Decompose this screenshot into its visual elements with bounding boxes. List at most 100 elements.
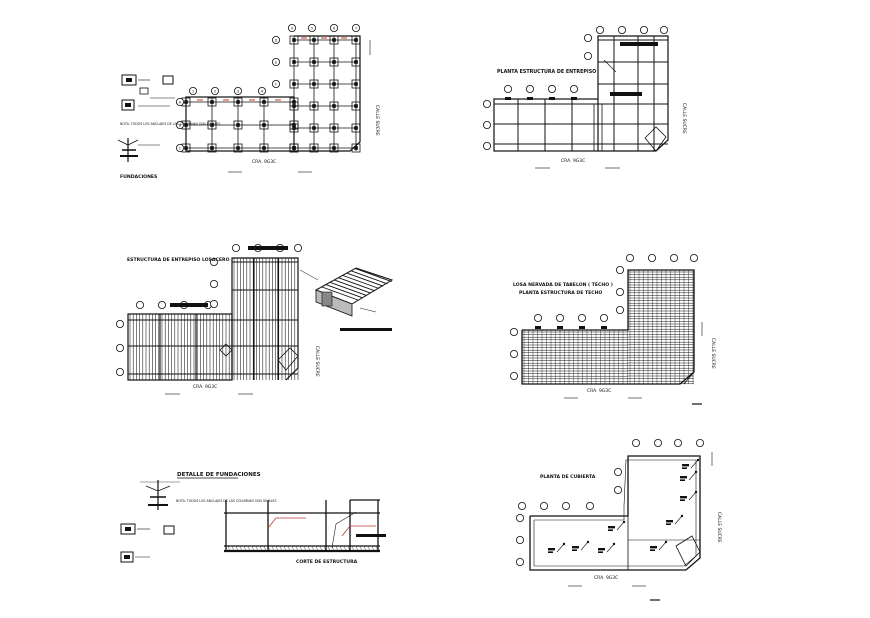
axis-label: A xyxy=(179,100,182,104)
cubierta-street-bottom: CRA. 9G3C xyxy=(594,575,618,581)
panel-techo: LOSA NERVADA DE TABELON ( TECHO ) PLANTA… xyxy=(509,253,716,405)
panel-losacero: ESTRUCTURA DE ENTREPISO LOSACERO CRA. 9G… xyxy=(116,243,394,395)
axis-bubble xyxy=(540,501,549,510)
losacero-street-right: CALLE SUCRE xyxy=(314,346,320,377)
beam-label-bar xyxy=(248,246,288,250)
axis-bubble xyxy=(648,253,657,262)
fundaciones-street-right: CALLE SUCRE xyxy=(374,105,380,136)
axis-bubble xyxy=(482,141,491,150)
panel-entrepiso: PLANTA ESTRUCTURA DE ENTREPISO CRA. 9G3C… xyxy=(482,25,687,169)
axis-bubble xyxy=(293,243,302,252)
entrepiso-street-bottom: CRA. 9G3C xyxy=(561,158,585,164)
beam-label-bar xyxy=(610,92,642,96)
axis-bubble xyxy=(556,313,565,322)
roof-slope-marks xyxy=(548,458,700,553)
cubierta-title: PLANTA DE CUBIERTA xyxy=(540,474,596,480)
axis-label: 1 xyxy=(192,89,194,93)
axis-bubble xyxy=(640,25,649,34)
axis-bubble xyxy=(596,25,605,34)
axis-label: 4 xyxy=(261,89,264,93)
axis-bubble xyxy=(548,85,557,94)
axis-bubble xyxy=(329,23,338,32)
axis-label: E xyxy=(275,60,278,64)
foundation-note-text: NOTA: TODOS LOS ANCLAJES DE LAS COLUMNAS… xyxy=(120,122,221,126)
axis-bubble xyxy=(516,558,525,567)
axis-bubble xyxy=(307,23,316,32)
techo-title-1: LOSA NERVADA DE TABELON ( TECHO ) xyxy=(513,282,613,288)
fundaciones-title: FUNDACIONES xyxy=(120,174,157,180)
fundaciones-street-bottom: CRA. 9G3C xyxy=(252,159,276,165)
axis-bubble xyxy=(503,85,512,94)
axis-bubble xyxy=(584,34,593,43)
axis-label: 7 xyxy=(355,26,357,30)
techo-street-bottom: CRA. 9G3C xyxy=(587,388,611,394)
axis-bubble xyxy=(570,85,579,94)
axis-label: 6 xyxy=(333,26,336,30)
losacero-axis-bubbles xyxy=(116,243,302,376)
axis-bubble xyxy=(516,514,525,523)
axis-bubble xyxy=(534,313,543,322)
axis-bubble xyxy=(562,501,571,510)
cubierta-axis-bubbles xyxy=(516,438,705,567)
axis-bubble xyxy=(660,25,669,34)
axis-bubble xyxy=(287,23,296,32)
footing-detail-small xyxy=(121,74,175,111)
axis-bubble xyxy=(271,80,280,89)
axis-bubble xyxy=(614,467,623,476)
axis-label: 4 xyxy=(291,26,294,30)
axis-bubble xyxy=(210,87,219,96)
axis-label: 3 xyxy=(237,89,239,93)
techo-title-2: PLANTA ESTRUCTURA DE TECHO xyxy=(519,290,602,296)
entrepiso-upper-wing xyxy=(597,35,669,152)
axis-label: 5 xyxy=(311,26,313,30)
axis-bubble xyxy=(175,98,184,107)
axis-bubble xyxy=(482,121,491,130)
foundation-upper-wing xyxy=(294,35,361,152)
axis-bubble xyxy=(157,300,166,309)
axis-bubble xyxy=(616,305,625,314)
techo-ribbed-slab xyxy=(522,270,694,385)
axis-bubble xyxy=(518,501,527,510)
axis-bubble xyxy=(116,319,125,328)
entrepiso-title: PLANTA ESTRUCTURA DE ENTREPISO xyxy=(497,69,596,75)
axis-bubble xyxy=(209,279,218,288)
losacero-3d-detail xyxy=(299,267,394,317)
axis-bubble xyxy=(632,438,641,447)
beam-label-bar xyxy=(620,42,658,46)
axis-bubble xyxy=(271,58,280,67)
axis-bubble xyxy=(584,52,593,61)
axis-bubble xyxy=(614,485,623,494)
losacero-street-bottom: CRA. 9G3C xyxy=(193,384,217,390)
axis-bubble xyxy=(209,299,218,308)
entrepiso-street-right: CALLE SUCRE xyxy=(681,103,687,134)
axis-bubble xyxy=(509,327,518,336)
cubierta-outline xyxy=(529,455,701,571)
axis-bubble xyxy=(509,349,518,358)
anchor-detail xyxy=(140,480,180,510)
axis-label: F xyxy=(275,82,277,86)
axis-bubble xyxy=(690,253,699,262)
entrepiso-beams xyxy=(493,36,668,152)
structure-section xyxy=(224,499,386,553)
axis-bubble xyxy=(188,87,197,96)
axis-bubble xyxy=(618,25,627,34)
entrepiso-axis-bubbles xyxy=(482,25,669,150)
axis-bubble xyxy=(616,287,625,296)
foundation-grid xyxy=(181,35,361,153)
cubierta-street-right: CALLE SUCRE xyxy=(716,512,722,543)
axis-bubble xyxy=(654,438,663,447)
axis-bubble xyxy=(586,501,595,510)
axis-bubble xyxy=(271,36,280,45)
axis-label: 2 xyxy=(214,89,216,93)
detalle-title: DETALLE DE FUNDACIONES xyxy=(177,472,261,478)
techo-axis-bubbles xyxy=(509,253,699,380)
axis-bubble xyxy=(175,121,184,130)
axis-bubble xyxy=(696,438,705,447)
footing-detail-small xyxy=(120,523,175,563)
losacero-upper-wing xyxy=(231,257,299,381)
techo-outline xyxy=(521,269,695,385)
